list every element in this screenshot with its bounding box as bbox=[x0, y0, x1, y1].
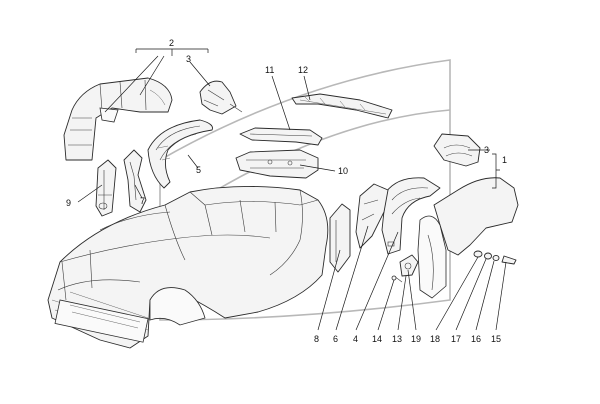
callout-3-upper: 3 bbox=[186, 54, 191, 64]
callout-4: 4 bbox=[353, 334, 358, 344]
part-pillar-9 bbox=[95, 159, 117, 217]
callout-18: 18 bbox=[430, 334, 440, 344]
part-panel-8 bbox=[329, 203, 351, 273]
part-bracket-right-3 bbox=[433, 133, 481, 167]
callout-15: 15 bbox=[491, 334, 501, 344]
callout-2: 2 bbox=[169, 38, 174, 48]
callout-5: 5 bbox=[196, 165, 201, 175]
callout-9: 9 bbox=[66, 198, 71, 208]
callout-8: 8 bbox=[314, 334, 319, 344]
callout-19: 19 bbox=[411, 334, 421, 344]
callout-12: 12 bbox=[298, 65, 308, 75]
callout-7: 7 bbox=[140, 196, 145, 206]
part-panel-6 bbox=[355, 183, 389, 249]
callout-3-right: 3 bbox=[484, 145, 489, 155]
part-rear-fender-1 bbox=[417, 177, 519, 299]
ghost-guide-outline bbox=[159, 59, 451, 321]
hardware-items bbox=[391, 250, 517, 283]
part-panel-11 bbox=[239, 127, 323, 146]
part-wheel-arch-5 bbox=[147, 119, 213, 189]
part-member-10 bbox=[235, 149, 319, 179]
callout-labels: 2 3 11 12 5 10 9 7 3 1 8 6 4 14 13 19 18… bbox=[66, 38, 507, 344]
callout-1: 1 bbox=[502, 155, 507, 165]
callout-13: 13 bbox=[392, 334, 402, 344]
callout-11: 11 bbox=[265, 65, 274, 75]
callout-10: 10 bbox=[338, 166, 348, 176]
part-member-12 bbox=[291, 93, 393, 119]
car-body-shell bbox=[47, 185, 329, 349]
part-pillar-7 bbox=[123, 149, 147, 213]
part-bracket-upper bbox=[199, 80, 243, 115]
callout-16: 16 bbox=[471, 334, 481, 344]
callout-17: 17 bbox=[451, 334, 461, 344]
callout-14: 14 bbox=[372, 334, 382, 344]
part-rail-assembly bbox=[63, 77, 173, 161]
callout-6: 6 bbox=[333, 334, 338, 344]
leader-lines bbox=[77, 48, 507, 331]
